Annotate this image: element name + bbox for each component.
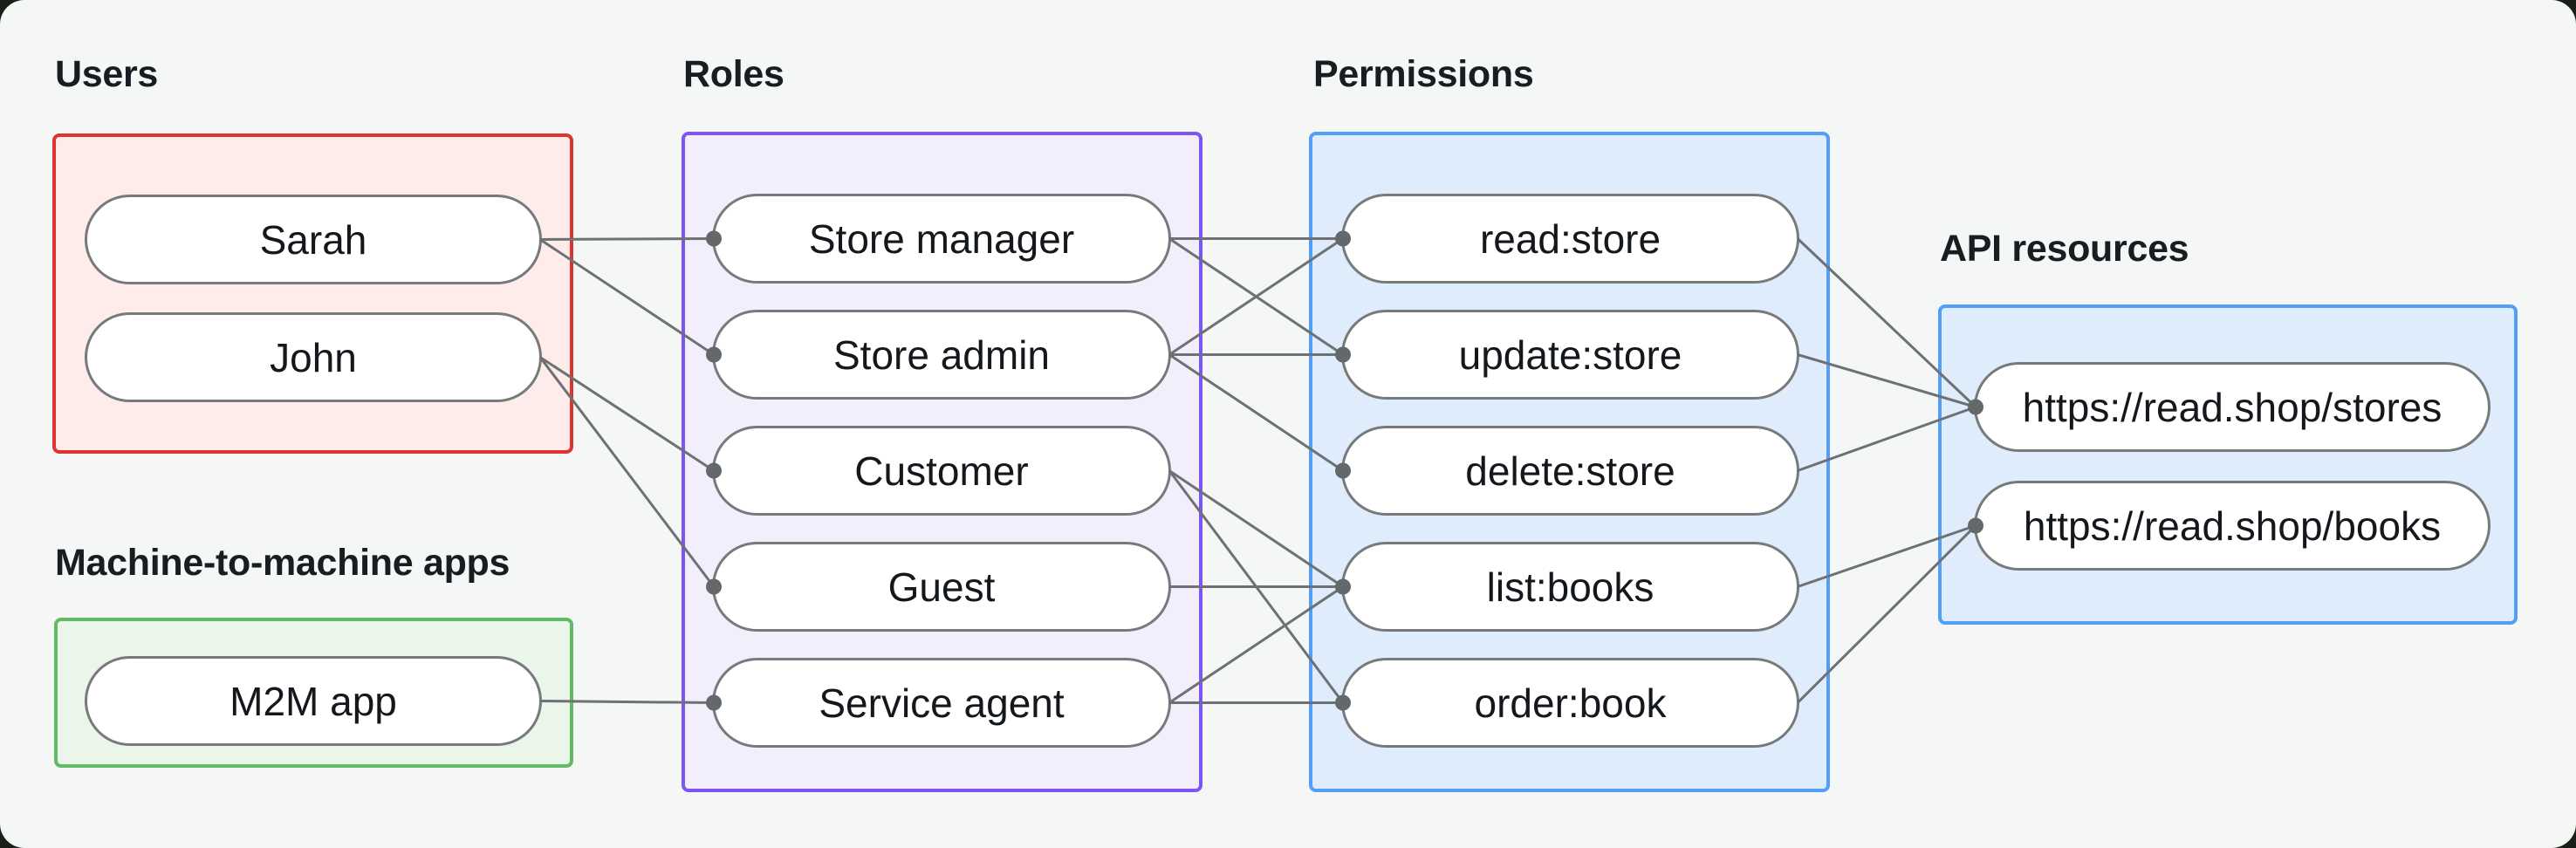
node-m2m-app: M2M app (85, 656, 542, 746)
node-sarah: Sarah (85, 195, 542, 284)
api-resources-section-label: API resources (1940, 228, 2189, 270)
node-order-book: order:book (1341, 658, 1799, 748)
node-label: delete:store (1465, 448, 1675, 494)
users-group-box (52, 133, 573, 454)
node-label: list:books (1486, 564, 1655, 610)
node-store-manager: Store manager (712, 194, 1171, 284)
node-label: Sarah (259, 216, 367, 263)
node-list-books: list:books (1341, 542, 1799, 632)
users-section-label: Users (55, 53, 159, 95)
node-read-store: read:store (1341, 194, 1799, 284)
node-label: order:book (1474, 680, 1667, 726)
node-label: https://read.shop/books (2023, 503, 2442, 549)
api-resources-group-box (1938, 304, 2518, 625)
node-label: John (270, 334, 357, 380)
node-customer: Customer (712, 426, 1171, 516)
node-label: Store manager (808, 215, 1075, 262)
permissions-section-label: Permissions (1313, 53, 1534, 95)
node-store-admin: Store admin (712, 310, 1171, 400)
node-update-store: update:store (1341, 310, 1799, 400)
node-john: John (85, 312, 542, 402)
m2m-section-label: Machine-to-machine apps (55, 542, 510, 584)
node-label: update:store (1458, 332, 1682, 378)
node-label: M2M app (230, 678, 397, 724)
node-delete-store: delete:store (1341, 426, 1799, 516)
node-guest: Guest (712, 542, 1171, 632)
node-label: Service agent (819, 680, 1065, 726)
node-label: https://read.shop/stores (2022, 384, 2442, 430)
node-api-stores: https://read.shop/stores (1974, 362, 2490, 452)
node-label: Customer (854, 448, 1029, 494)
node-service-agent: Service agent (712, 658, 1171, 748)
node-label: Guest (887, 564, 996, 610)
node-api-books: https://read.shop/books (1974, 481, 2490, 571)
node-label: read:store (1479, 215, 1661, 262)
roles-section-label: Roles (683, 53, 784, 95)
node-label: Store admin (832, 332, 1050, 378)
